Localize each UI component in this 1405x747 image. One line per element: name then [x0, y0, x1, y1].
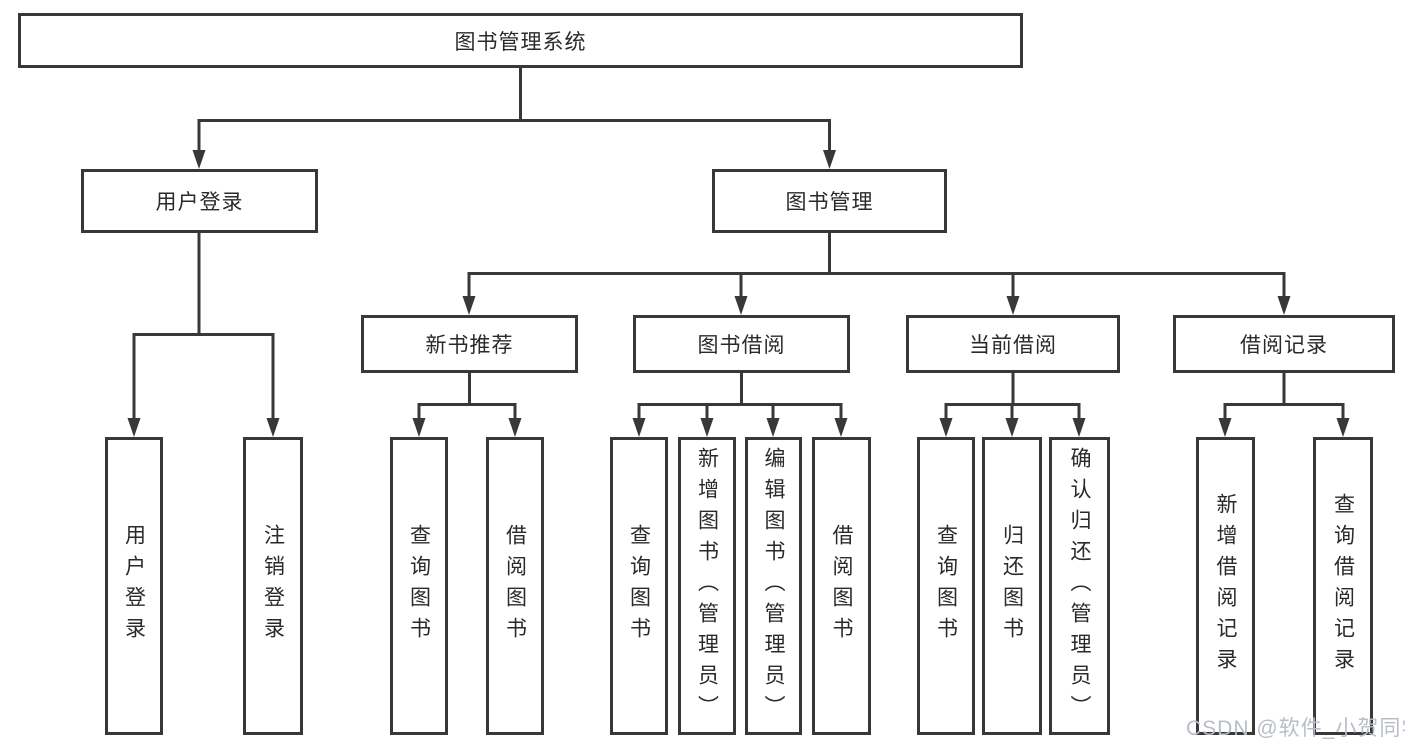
leaf-query-books-current: 查询图书: [917, 437, 975, 735]
connector-newbookrec-to-leaves: [417, 373, 517, 419]
leaf-borrow-books: 借阅图书: [812, 437, 871, 735]
arrowhead-icon: [1005, 418, 1019, 437]
arrowhead-icon: [1072, 418, 1086, 437]
arrowhead-icon: [412, 418, 426, 437]
connector-userlogin-to-leaves: [132, 233, 275, 419]
node-current-borrow: 当前借阅: [906, 315, 1120, 373]
arrowhead-icon: [192, 150, 206, 169]
connector-bookborrow-to-leaves: [637, 373, 843, 419]
node-book-management: 图书管理: [712, 169, 947, 233]
leaf-query-books-recommend: 查询图书: [390, 437, 448, 735]
node-book-borrow: 图书借阅: [633, 315, 850, 373]
arrowhead-icon: [127, 418, 141, 437]
arrowhead-icon: [734, 296, 748, 315]
leaf-add-borrow-record: 新增借阅记录: [1196, 437, 1255, 735]
csdn-watermark: CSDN @软件_小贺同学: [1186, 717, 1405, 740]
arrowhead-icon: [834, 418, 848, 437]
leaf-query-borrow-record: 查询借阅记录: [1313, 437, 1373, 735]
arrowhead-icon: [508, 418, 522, 437]
leaf-edit-book-admin: 编辑图书（管理员）: [745, 437, 802, 735]
node-root-system: 图书管理系统: [18, 13, 1023, 68]
leaf-logout: 注销登录: [243, 437, 303, 735]
leaf-add-book-admin: 新增图书（管理员）: [678, 437, 736, 735]
arrowhead-icon: [462, 296, 476, 315]
node-borrow-records: 借阅记录: [1173, 315, 1395, 373]
node-user-login: 用户登录: [81, 169, 318, 233]
leaf-borrow-books-recommend: 借阅图书: [486, 437, 544, 735]
arrowhead-icon: [939, 418, 953, 437]
arrowhead-icon: [766, 418, 780, 437]
arrowhead-icon: [700, 418, 714, 437]
leaf-user-login: 用户登录: [105, 437, 163, 735]
arrowhead-icon: [1006, 296, 1020, 315]
arrowhead-icon: [266, 418, 280, 437]
arrowhead-icon: [1277, 296, 1291, 315]
leaf-query-books-borrow: 查询图书: [610, 437, 668, 735]
connector-borrowrecords-to-leaves: [1223, 373, 1345, 419]
leaf-return-book: 归还图书: [982, 437, 1042, 735]
connector-bookmgmt-to-level3: [467, 233, 1286, 297]
arrowhead-icon: [1218, 418, 1232, 437]
arrowhead-icon: [632, 418, 646, 437]
arrowhead-icon: [823, 150, 836, 169]
connector-currentborrow-to-leaves: [944, 373, 1081, 419]
connector-root-to-level2: [197, 68, 831, 151]
leaf-confirm-return-admin: 确认归还（管理员）: [1049, 437, 1110, 735]
node-new-book-recommend: 新书推荐: [361, 315, 578, 373]
arrowhead-icon: [1336, 418, 1350, 437]
